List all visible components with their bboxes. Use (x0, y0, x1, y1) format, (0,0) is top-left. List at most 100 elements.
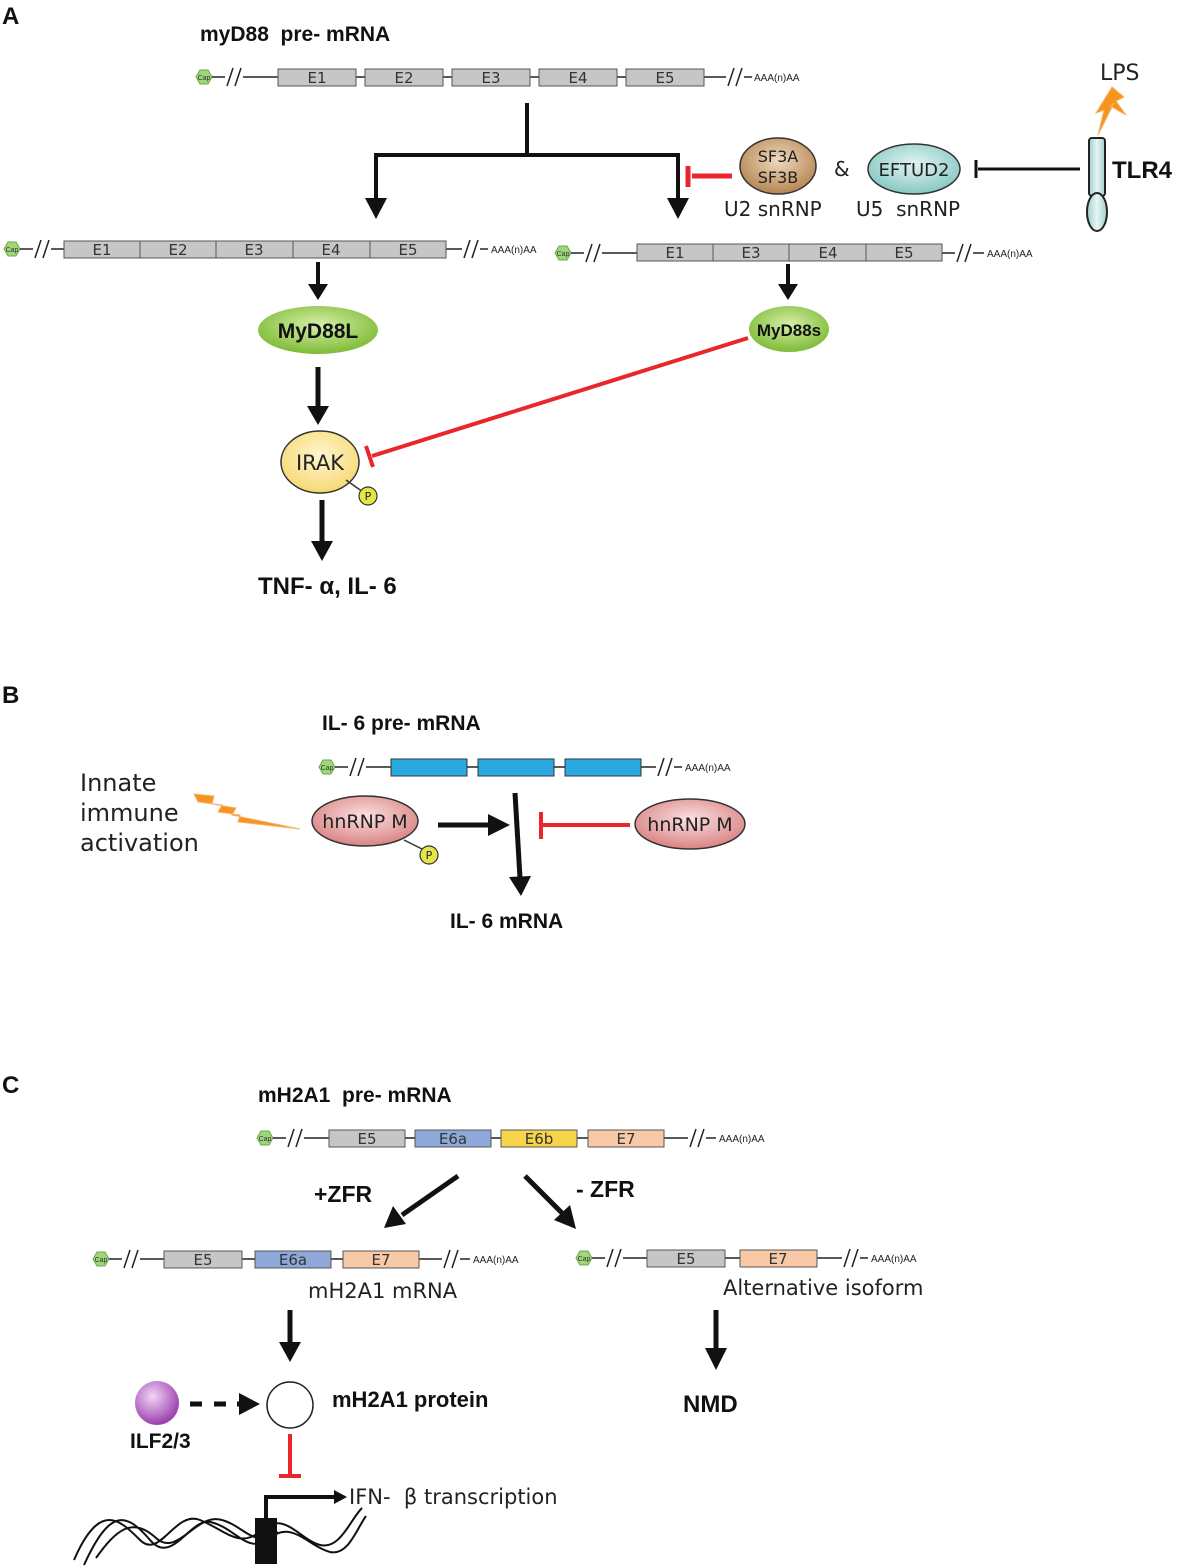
irak-label: IRAK (296, 451, 345, 475)
myd88-pre-mrna-gene: Cap E1 E2 E3 E4 E5 AAA(n)AA (195, 67, 800, 87)
exon-label: E6a (279, 1251, 307, 1269)
u5-snrnp-label: U5 snRNP (856, 197, 960, 221)
tlr4-label: TLR4 (1112, 157, 1173, 184)
polya-label: AAA(n)AA (719, 1134, 765, 1145)
exon-label: E7 (616, 1130, 635, 1148)
arrowhead (308, 284, 328, 300)
hnrnp-m-phospho-protein (311, 795, 419, 847)
cap-label: Cap (578, 1256, 591, 1263)
arrowhead (365, 198, 387, 219)
hnrnp-m-right-label: hnRNP M (647, 814, 732, 836)
phospho-icon (358, 486, 378, 506)
mh2a1-pre-mrna-gene: Cap E5 E6a E6b E7 AAA(n)AA (256, 1128, 765, 1148)
exon-label: E5 (894, 244, 913, 262)
cap-label: Cap (6, 247, 19, 254)
lps-lightning-icon (1094, 86, 1127, 136)
phospho-label: P (365, 490, 372, 503)
arrowhead (705, 1348, 727, 1370)
myd88s-protein (749, 306, 829, 352)
phospho-icon (419, 845, 439, 865)
ilf2-3-label: ILF2/3 (130, 1430, 191, 1453)
exon-e4 (538, 68, 618, 87)
il6-pre-mrna-gene: Cap AAA(n)AA (318, 757, 731, 777)
polya-label: AAA(n)AA (491, 245, 537, 256)
exon-e5 (646, 1249, 726, 1268)
tlr4-receptor (1086, 137, 1108, 232)
eftud2-protein (867, 143, 961, 195)
arrowhead (488, 814, 510, 836)
irak-protein (280, 430, 360, 494)
il6-pre-mrna-title: IL- 6 pre- mRNA (322, 712, 481, 735)
il6-exon (390, 758, 468, 777)
exon-label: E7 (768, 1250, 787, 1268)
polya-label: AAA(n)AA (754, 73, 800, 84)
innate-line-3: activation (80, 829, 199, 857)
exon-label: E5 (398, 241, 417, 259)
alternative-isoform-caption: Alternative isoform (723, 1276, 923, 1300)
u2-snrnp-label: U2 snRNP (724, 197, 822, 221)
exon-e6a (254, 1250, 332, 1269)
exon-e3 (451, 68, 531, 87)
myd88-pre-mrna-title: myD88 pre- mRNA (200, 23, 390, 46)
exon-label: E3 (244, 241, 263, 259)
exon-label: E1 (307, 69, 326, 87)
exon-e7 (587, 1129, 665, 1148)
exon-label: E6b (525, 1130, 554, 1148)
cytokine-output: TNF- α, IL- 6 (258, 573, 397, 600)
alternative-isoform-transcript: Cap E5 E7 AAA(n)AA (575, 1248, 917, 1268)
exon-e1 (277, 68, 357, 87)
il6-mrna-output: IL- 6 mRNA (450, 910, 563, 933)
exon-e6b (500, 1129, 578, 1148)
dna-helix-icon (73, 1507, 367, 1566)
exon-label: E5 (676, 1250, 695, 1268)
eftud2-label: EFTUD2 (879, 160, 950, 181)
mh2a1-mrna-transcript: Cap E5 E6a E7 AAA(n)AA (92, 1249, 519, 1269)
exon-e5 (625, 68, 705, 87)
exon-label: E1 (92, 241, 111, 259)
plus-zfr-label: +ZFR (314, 1181, 373, 1207)
innate-line-1: Innate (80, 769, 156, 797)
mh2a1-protein-label: mH2A1 protein (332, 1387, 488, 1412)
il6-exon (564, 758, 642, 777)
nmd-label: NMD (683, 1391, 738, 1418)
innate-line-2: immune (80, 799, 179, 827)
myd88l-protein (258, 306, 378, 354)
exon-label: E2 (394, 69, 413, 87)
ampersand: & (834, 157, 850, 181)
lps-label: LPS (1100, 61, 1140, 86)
cap-label: Cap (557, 251, 570, 258)
exon-e7 (342, 1250, 420, 1269)
hnrnp-m-left-label: hnRNP M (322, 811, 407, 833)
exon-label: E3 (741, 244, 760, 262)
sf3-complex (739, 137, 817, 195)
polya-label: AAA(n)AA (987, 249, 1033, 260)
cap-label: Cap (321, 765, 334, 772)
dashed-arrow (190, 1393, 260, 1415)
arrowhead (667, 198, 689, 219)
cap-label: Cap (95, 1257, 108, 1264)
panel-letter-c: C (2, 1072, 19, 1099)
exon-label: E2 (168, 241, 187, 259)
myd88-long-transcript: Cap E1 E2 E3 E4 E5 AAA(n)AA (3, 239, 537, 259)
polya-label: AAA(n)AA (473, 1255, 519, 1266)
myd88l-label: MyD88L (278, 320, 359, 343)
myd88s-inhibit-line (371, 336, 749, 458)
exon-label: E7 (371, 1251, 390, 1269)
il6-exon (477, 758, 555, 777)
promoter-box (255, 1518, 277, 1564)
arrowhead (554, 1205, 576, 1229)
ifn-beta-transcription-label: IFN- β transcription (349, 1485, 558, 1509)
panel-letter-a: A (2, 3, 19, 30)
panel-letter-b: B (2, 682, 19, 709)
exon-label: E5 (655, 69, 674, 87)
exon-label: E4 (568, 69, 587, 87)
exon-label: E6a (439, 1130, 467, 1148)
mh2a1-protein (266, 1381, 314, 1429)
cap-label: Cap (198, 75, 211, 82)
exon-label: E4 (321, 241, 340, 259)
exon-label: E3 (481, 69, 500, 87)
arrowhead (307, 406, 329, 425)
arrowhead (311, 541, 333, 561)
